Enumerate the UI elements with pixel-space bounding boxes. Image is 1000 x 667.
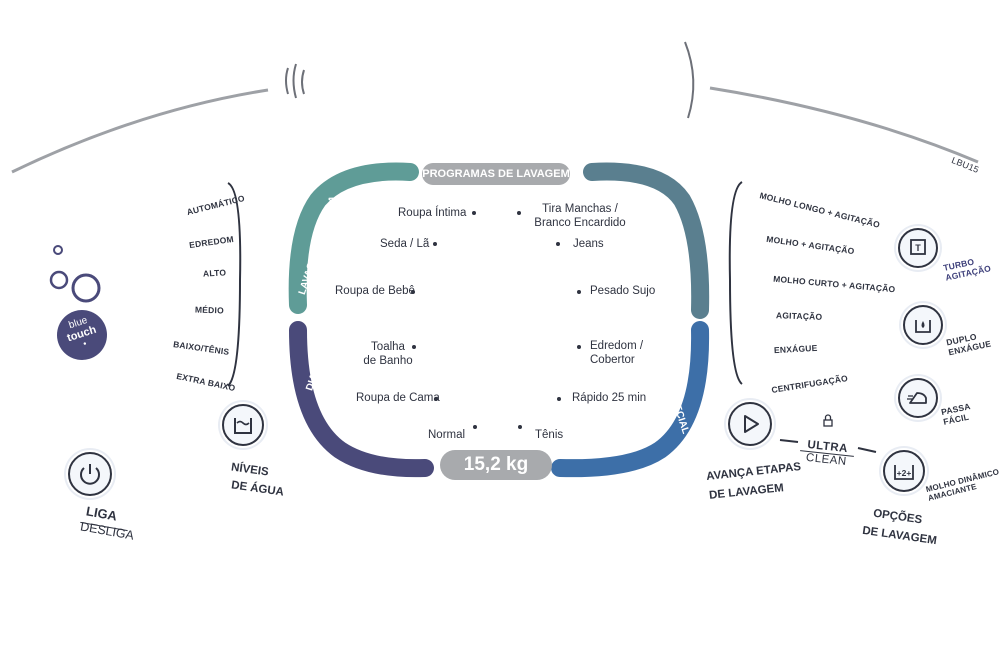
svg-text:T: T	[915, 243, 921, 253]
turbo-agitation-icon: T	[910, 239, 926, 255]
program-pesado-sujo[interactable]: Pesado Sujo	[590, 285, 656, 297]
dynamic-soak-badge: +2+	[897, 468, 912, 478]
program-edredom-line1: Edredom /	[590, 340, 644, 352]
program-jeans[interactable]: Jeans	[573, 238, 604, 250]
bubbles-icon	[49, 245, 101, 303]
programs-header: PROGRAMAS DE LAVAGEM	[422, 163, 570, 185]
program-tira-manchas-line2: Branco Encardido	[534, 217, 626, 229]
program-toalha-line2: de Banho	[363, 355, 413, 367]
program-roupa-intima[interactable]: Roupa Íntima	[398, 207, 467, 219]
program-dot	[517, 211, 521, 215]
program-toalha[interactable]: Toalha de Banho	[360, 340, 416, 368]
program-tenis[interactable]: Tênis	[535, 429, 564, 441]
program-normal[interactable]: Normal	[428, 429, 466, 441]
dynamic-soak-icon: +2+	[894, 465, 914, 480]
program-dot	[557, 397, 561, 401]
capacity-display: 15,2 kg	[440, 450, 552, 480]
program-seda-la[interactable]: Seda / Lã	[380, 238, 430, 250]
wash-options-button[interactable]: +2+	[883, 450, 925, 492]
advance-steps-button[interactable]	[728, 402, 772, 446]
program-tira-manchas[interactable]: Tira Manchas / Branco Encardido	[528, 202, 632, 230]
program-dot	[433, 242, 437, 246]
step-agitacao: AGITAÇÃO	[775, 310, 823, 322]
program-rapido[interactable]: Rápido 25 min	[572, 392, 647, 404]
lock-icon	[823, 414, 833, 427]
program-roupa-cama[interactable]: Roupa de Cama	[356, 392, 440, 404]
power-button[interactable]	[68, 452, 112, 496]
turbo-agitation-button[interactable]: T	[898, 228, 938, 268]
water-level-icon	[234, 418, 252, 434]
easy-iron-button[interactable]	[898, 378, 938, 418]
program-dot	[472, 211, 476, 215]
program-edredom[interactable]: Edredom / Cobertor	[590, 339, 643, 367]
program-toalha-line1: Toalha	[371, 341, 405, 353]
program-dot	[473, 425, 477, 429]
double-rinse-button[interactable]	[903, 305, 943, 345]
program-dot	[434, 397, 438, 401]
ultra-clean-connector	[779, 414, 877, 453]
water-level-button[interactable]	[222, 404, 264, 446]
program-dot	[577, 345, 581, 349]
program-dot	[518, 425, 522, 429]
program-dot	[412, 345, 416, 349]
program-dot	[556, 242, 560, 246]
program-dot	[411, 290, 415, 294]
program-roupa-bebe[interactable]: Roupa de Bebê	[335, 285, 415, 297]
play-icon	[744, 415, 759, 433]
program-dot	[577, 290, 581, 294]
power-icon	[80, 464, 100, 485]
program-tira-manchas-line1: Tira Manchas /	[542, 203, 618, 215]
program-edredom-line2: Cobertor	[590, 354, 635, 366]
easy-iron-icon	[907, 392, 927, 404]
double-rinse-icon	[915, 320, 931, 333]
